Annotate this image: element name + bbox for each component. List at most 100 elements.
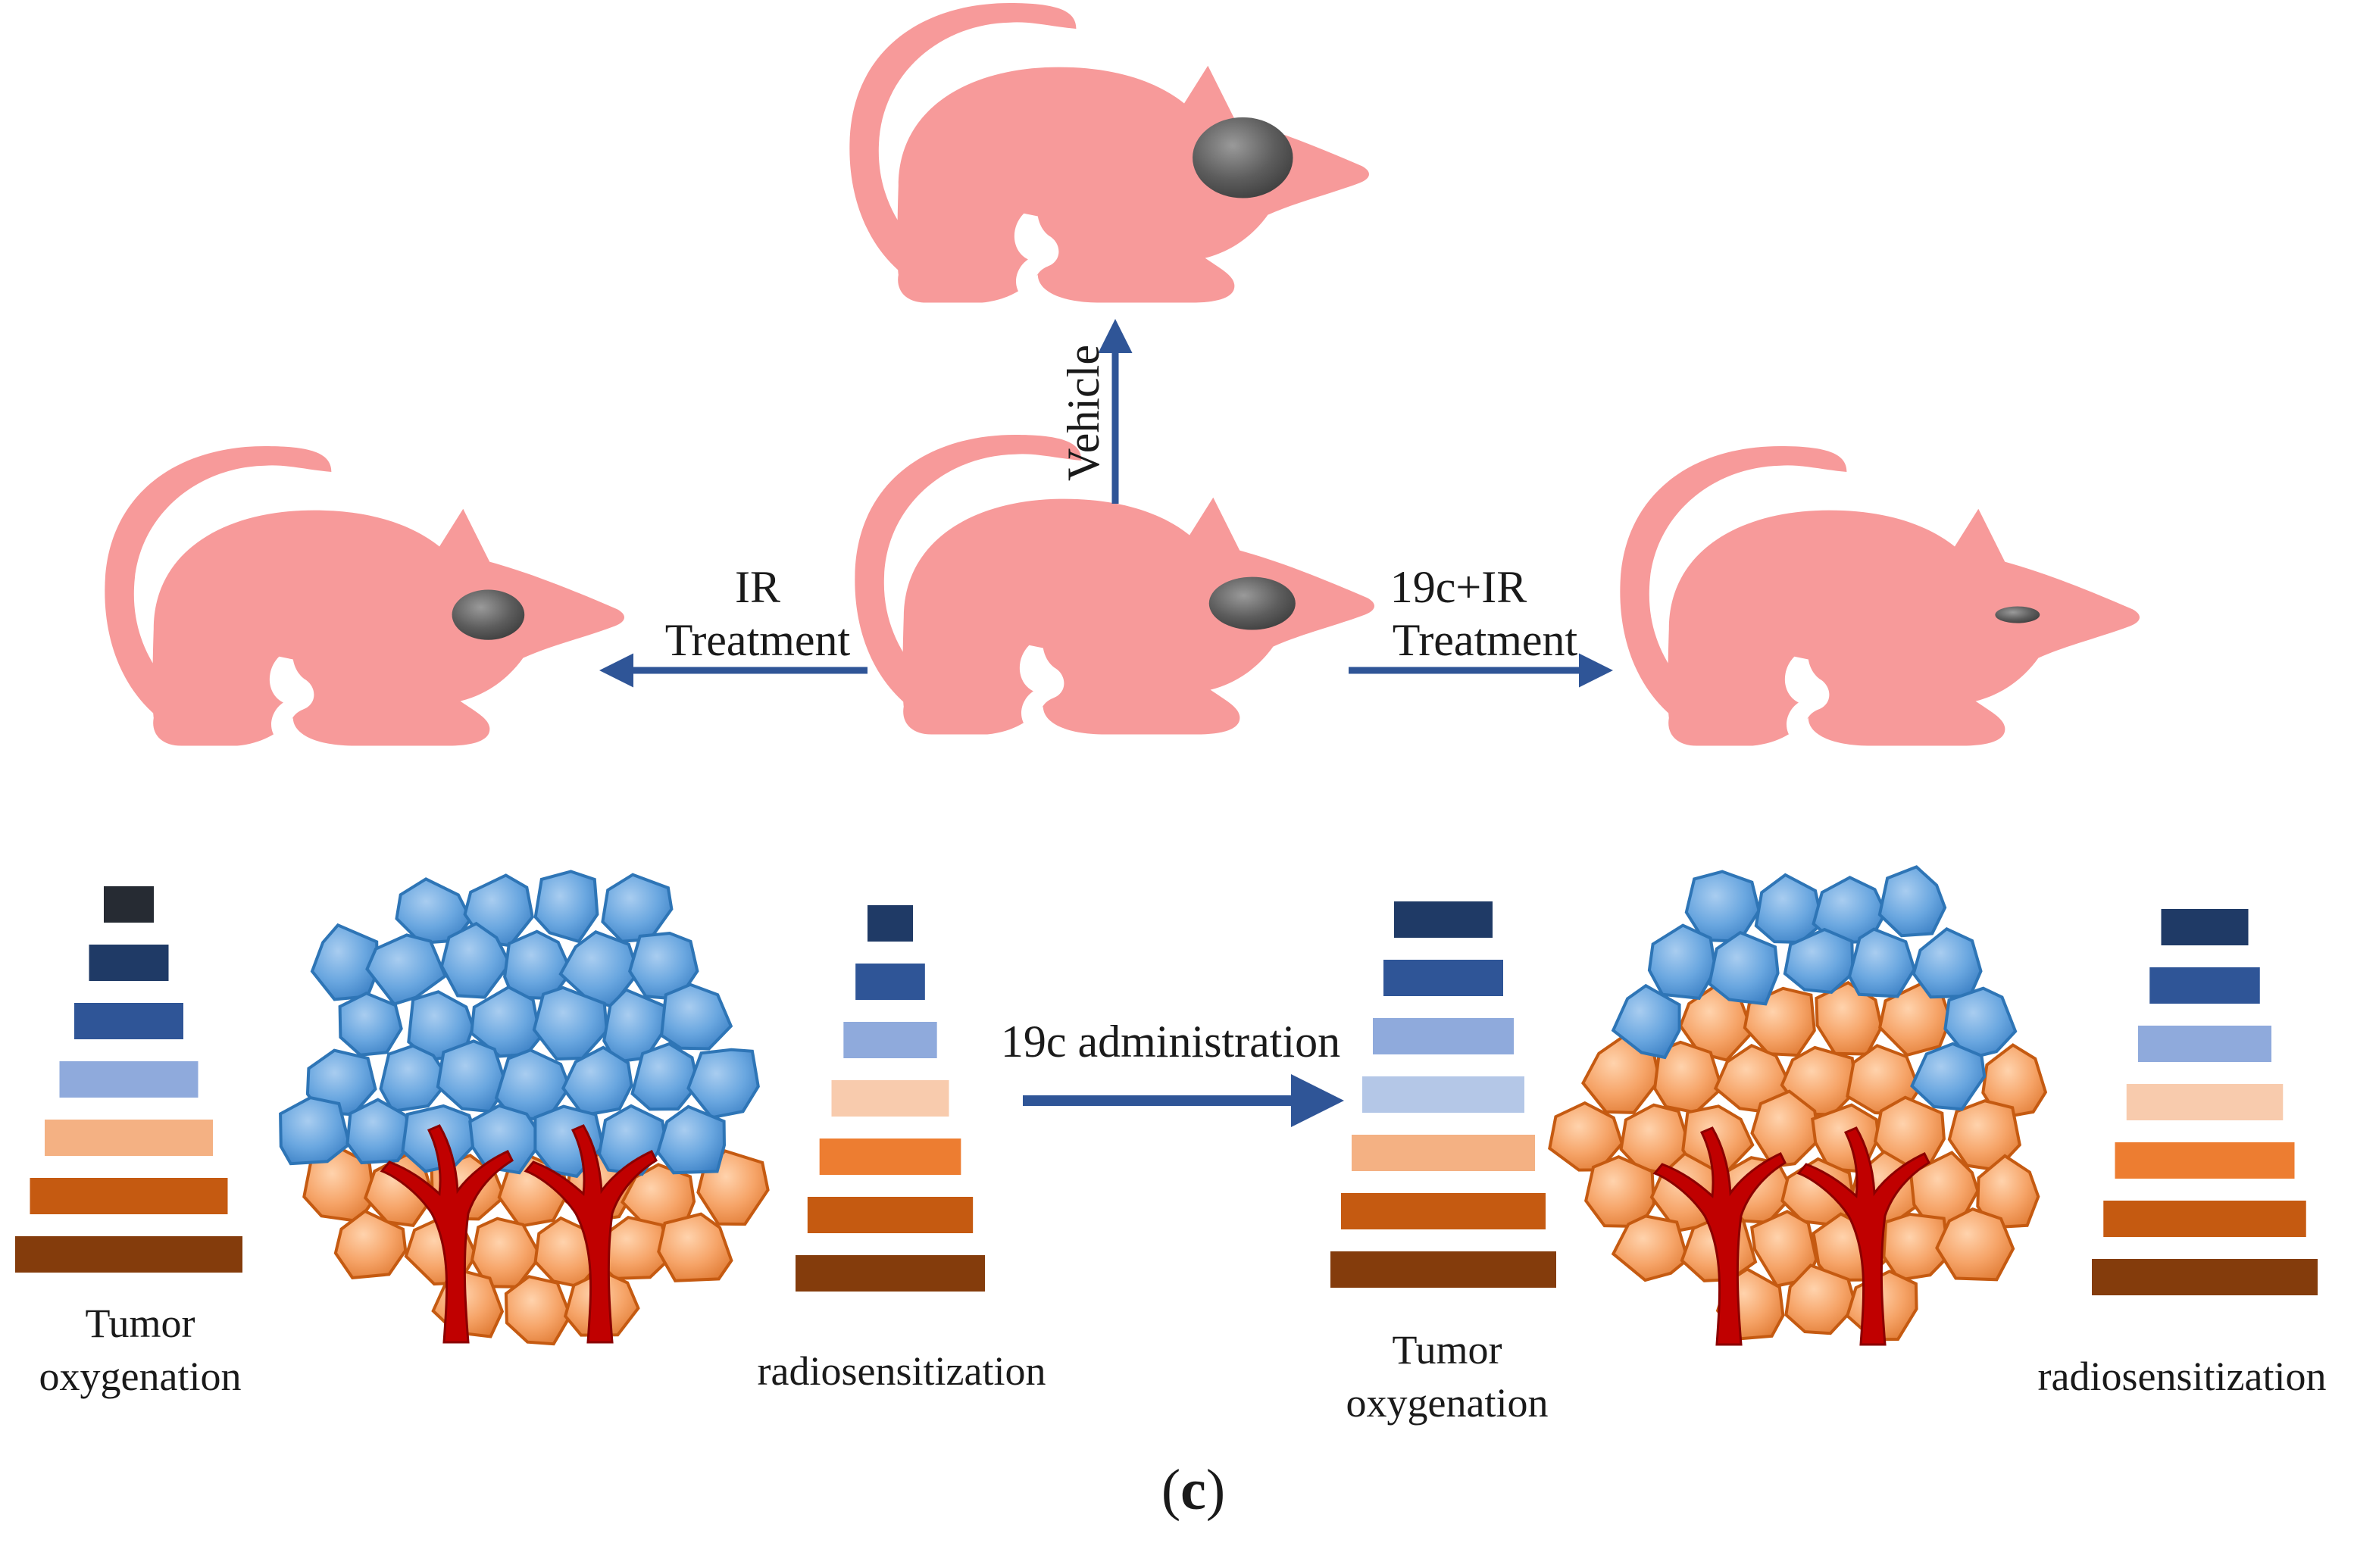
orange-cell [1750, 1089, 1821, 1169]
scale-bar [30, 1178, 228, 1214]
scale-bar [1383, 960, 1503, 996]
scale-bar [1362, 1076, 1524, 1113]
scale-bar [1330, 1251, 1556, 1288]
blue-cell [468, 1104, 545, 1175]
blood-vessel [1796, 1126, 1930, 1346]
right-oxygenation-scale [1330, 901, 1556, 1288]
tumor-small [1995, 606, 2040, 623]
right-oxygenation-label-line1: Tumor [1392, 1327, 1502, 1373]
tumor-medium [1208, 576, 1296, 630]
scale-bar [1352, 1135, 1535, 1171]
scale-bar [74, 1003, 183, 1039]
orange-cell [1611, 1214, 1690, 1282]
caption-open-paren: ( [1161, 1458, 1180, 1522]
orange-cell [470, 1217, 542, 1288]
scale-bar [2103, 1201, 2306, 1237]
blue-cell [1877, 865, 1947, 938]
scale-bar [855, 964, 925, 1000]
scale-bar [843, 1022, 937, 1058]
blue-cell [561, 1045, 633, 1117]
orange-cell [657, 1212, 733, 1282]
left-radiosensitization-scale [796, 905, 985, 1292]
scale-bar [1341, 1193, 1546, 1229]
scale-bar [2161, 909, 2249, 945]
scale-bar [15, 1236, 242, 1273]
blue-cell [305, 1048, 377, 1117]
orange-cell [1784, 1263, 1858, 1335]
orange-cell [1815, 981, 1884, 1056]
scale-bar [2149, 967, 2260, 1004]
ir-label-line2: Treatment [665, 615, 851, 665]
scale-bar [868, 905, 913, 942]
blue-cell [532, 985, 608, 1061]
blue-cell [310, 923, 380, 1001]
scale-bar [2115, 1142, 2295, 1179]
blue-cell [1708, 930, 1780, 1006]
orange-cell [1976, 1154, 2040, 1229]
scale-bar [1373, 1018, 1514, 1054]
blue-cell [279, 1095, 352, 1166]
blue-cell [686, 1048, 760, 1120]
blue-cell [1783, 927, 1855, 994]
vehicle-label: Vehicle [1058, 345, 1108, 481]
left-radiosensitization-label: radiosensitization [758, 1348, 1046, 1394]
scale-bar [831, 1080, 949, 1117]
orange-cell [333, 1209, 408, 1280]
left-oxygenation-scale [15, 886, 242, 1273]
blue-cell [656, 1104, 727, 1175]
combo-label-line1: 19c+IR [1390, 562, 1527, 612]
caption-close-paren: ) [1206, 1458, 1225, 1522]
ir-label-line1: IR [735, 562, 780, 612]
blue-cell [1910, 1042, 1987, 1111]
orange-cell [1743, 986, 1816, 1057]
blood-vessel [524, 1124, 658, 1344]
blue-cell [558, 930, 640, 1008]
scale-bar [89, 945, 169, 981]
scale-bar [2092, 1259, 2318, 1295]
scale-bar [2126, 1084, 2284, 1120]
administration-label: 19c administration [1001, 1017, 1340, 1067]
blue-cell [379, 1044, 452, 1114]
blue-cell [338, 992, 403, 1057]
tumor-spheroid-before [279, 870, 770, 1346]
scale-bar [796, 1255, 985, 1292]
blue-cell [1647, 923, 1718, 1001]
scale-bar [1394, 901, 1493, 938]
blue-cell [1754, 873, 1824, 945]
left-oxygenation-label-line2: oxygenation [39, 1354, 242, 1399]
blue-cell [1912, 926, 1983, 999]
caption-letter: c [1180, 1458, 1206, 1522]
blood-vessel [380, 1124, 514, 1344]
right-radiosensitization-scale [2092, 909, 2318, 1295]
figure-caption: (c) [1161, 1458, 1225, 1522]
blue-cell [1611, 983, 1681, 1060]
orange-cell [1981, 1043, 2048, 1120]
scale-bar [807, 1197, 974, 1233]
blue-cell [345, 1098, 414, 1165]
mouse-untreated [855, 434, 1374, 735]
tumor-spheroid-after [1548, 865, 2048, 1346]
tumor-large [1193, 117, 1293, 198]
scale-bar [45, 1120, 213, 1156]
blue-cell [1847, 927, 1916, 998]
right-oxygenation-label-line2: oxygenation [1346, 1380, 1549, 1426]
scale-bar [2138, 1026, 2271, 1062]
combo-label-line2: Treatment [1393, 615, 1578, 665]
blue-cell [659, 982, 733, 1051]
blue-cell [533, 870, 599, 944]
scale-bar [104, 886, 154, 923]
scale-bar [59, 1061, 199, 1098]
blue-cell [630, 1042, 700, 1111]
orange-cell [1882, 1212, 1950, 1282]
blue-cell [436, 1039, 508, 1114]
blue-cell [1943, 986, 2018, 1060]
left-oxygenation-label-line1: Tumor [85, 1301, 195, 1346]
scale-bar [819, 1139, 961, 1175]
orange-cell [504, 1275, 572, 1346]
mouse-ir-treatment [105, 445, 624, 746]
right-radiosensitization-label: radiosensitization [2038, 1354, 2327, 1399]
blue-cell [601, 873, 674, 943]
mouse-vehicle [849, 2, 1369, 303]
blood-vessel [1652, 1126, 1787, 1346]
blue-cell [439, 921, 512, 999]
